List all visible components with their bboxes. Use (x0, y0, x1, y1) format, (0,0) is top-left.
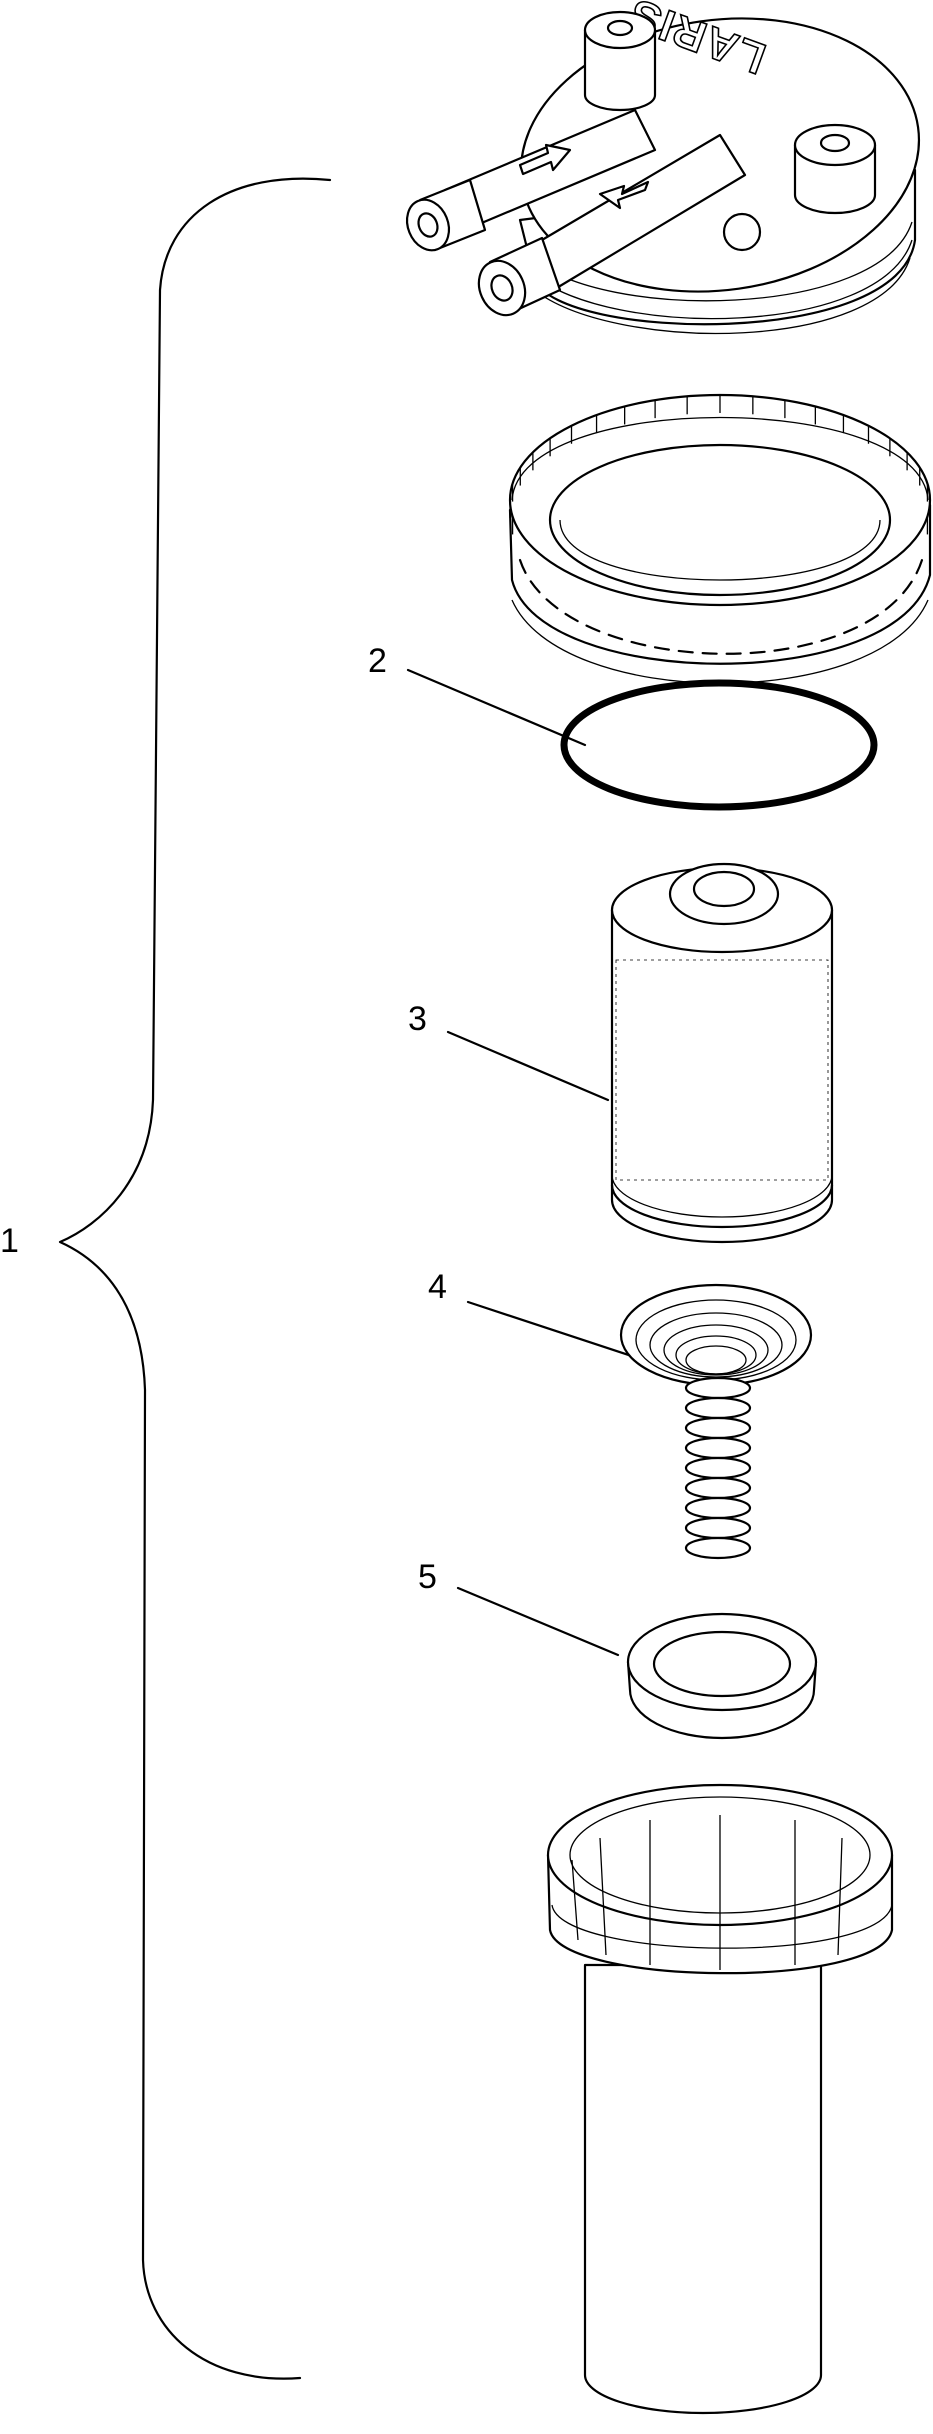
callout-label-1: 1 (0, 1222, 19, 1260)
callout-label-2: 2 (368, 642, 387, 680)
spring (619, 1283, 813, 1560)
retaining-ring (508, 393, 932, 684)
callout-leader-2 (406, 668, 587, 747)
callout-leader-3 (446, 1030, 610, 1102)
assembly-bracket (58, 177, 332, 2380)
filter-bowl (546, 1783, 894, 2415)
callout-label-4: 4 (428, 1268, 447, 1306)
filter-element (610, 862, 834, 1244)
callout-label-3: 3 (408, 1000, 427, 1038)
gasket (626, 1612, 818, 1740)
callout-leader-5 (456, 1586, 620, 1657)
filter-cap: LARIS (405, 0, 921, 335)
o-ring (560, 679, 878, 811)
callout-label-5: 5 (418, 1558, 437, 1596)
